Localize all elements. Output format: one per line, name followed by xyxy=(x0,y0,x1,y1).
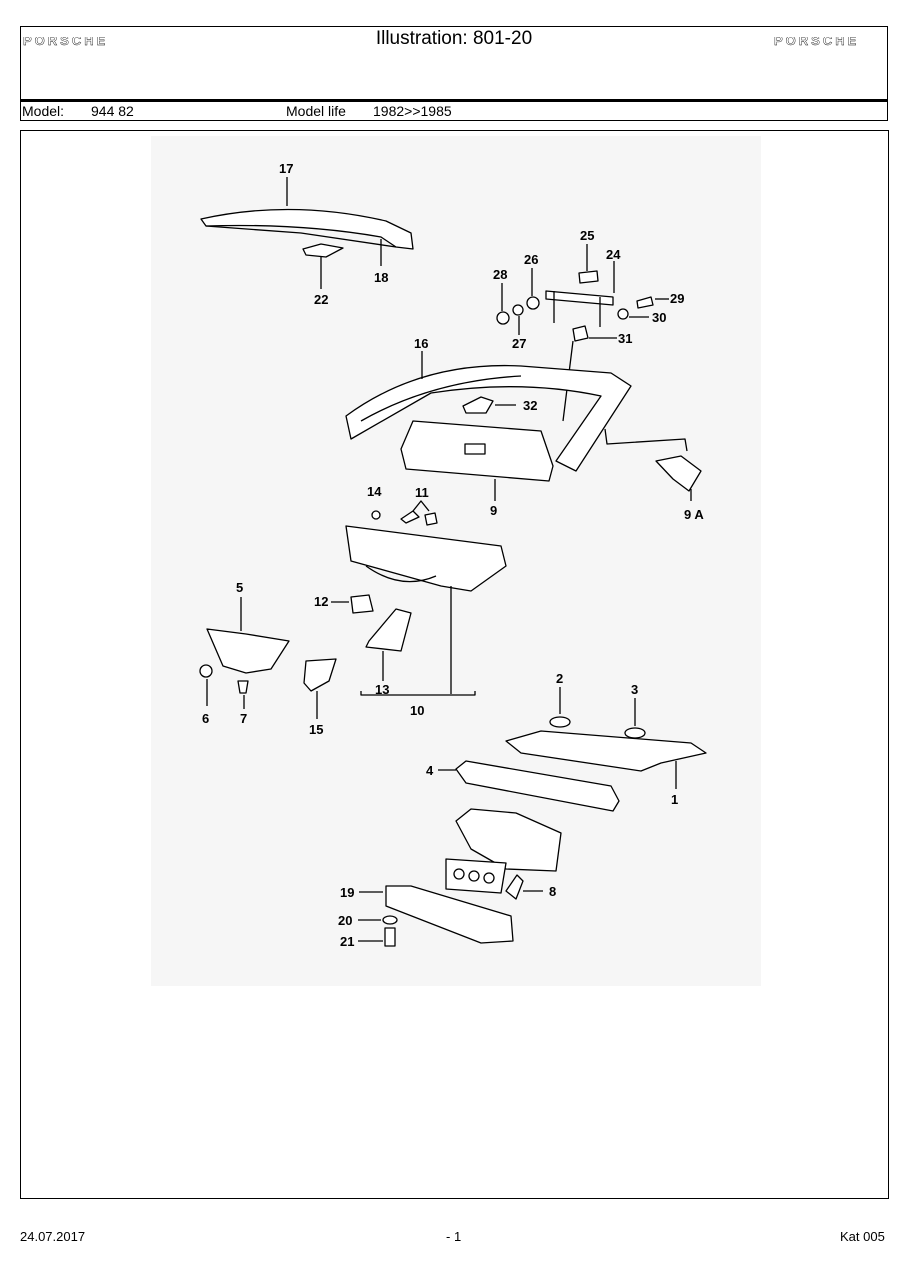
callout-30: 30 xyxy=(652,310,666,325)
callout-1: 1 xyxy=(671,792,678,807)
part-clips xyxy=(371,500,438,526)
part-floor-plugs xyxy=(549,687,646,739)
part-rear-frame xyxy=(345,351,632,472)
callout-31: 31 xyxy=(618,331,632,346)
callout-6: 6 xyxy=(202,711,209,726)
callout-9a: 9 A xyxy=(684,507,704,522)
callout-11: 11 xyxy=(415,485,429,500)
callout-14: 14 xyxy=(367,484,382,499)
callout-16: 16 xyxy=(414,336,428,351)
porsche-logo: PORSCHE xyxy=(774,37,859,46)
model-life-label: Model life xyxy=(286,103,346,119)
parts-illustration: 17 18 22 25 24 26 28 29 30 27 31 16 32 9… xyxy=(20,130,889,1199)
callout-15: 15 xyxy=(309,722,323,737)
part-floor-tunnel xyxy=(445,808,562,894)
footer-page-number: - 1 xyxy=(446,1229,462,1244)
callout-7: 7 xyxy=(240,711,247,726)
header: PORSCHE Illustration: 801-20 PORSCHE Mod… xyxy=(20,26,888,121)
callout-13: 13 xyxy=(375,682,389,697)
footer-catalog: Kat 005 xyxy=(840,1229,885,1244)
part-brackets-lower xyxy=(303,594,412,719)
illustration-title: Illustration: 801-20 xyxy=(375,28,533,49)
callout-10: 10 xyxy=(410,703,424,718)
part-bracket-9a xyxy=(604,428,702,501)
svg-text:PORSCHE: PORSCHE xyxy=(23,37,108,46)
part-floor-pan xyxy=(505,730,707,789)
callout-29: 29 xyxy=(670,291,684,306)
callout-27: 27 xyxy=(512,336,526,351)
callout-21: 21 xyxy=(340,934,354,949)
callout-8: 8 xyxy=(549,884,556,899)
part-wheel-housing xyxy=(206,597,290,674)
callout-32: 32 xyxy=(523,398,537,413)
callout-26: 26 xyxy=(524,252,538,267)
model-value: 944 82 xyxy=(91,103,134,119)
part-rear-panel xyxy=(345,525,507,696)
header-divider xyxy=(21,99,887,102)
part-cross-member xyxy=(400,420,554,501)
callout-12: 12 xyxy=(314,594,328,609)
callout-25: 25 xyxy=(580,228,594,243)
callout-24: 24 xyxy=(606,247,621,262)
callout-19: 19 xyxy=(340,885,354,900)
callout-labels: 17 18 22 25 24 26 28 29 30 27 31 16 32 9… xyxy=(202,161,704,949)
callout-5: 5 xyxy=(236,580,243,595)
model-label: Model: xyxy=(22,103,65,119)
callout-17: 17 xyxy=(279,161,293,176)
part-lower-cross-member xyxy=(359,885,514,944)
part-transverse-tube xyxy=(438,760,620,812)
callout-9: 9 xyxy=(490,503,497,518)
part-washer-bolt xyxy=(358,915,398,947)
part-small-bracket-8 xyxy=(505,874,543,900)
part-small-bracket xyxy=(302,243,344,289)
callout-20: 20 xyxy=(338,913,352,928)
part-grommet-plug xyxy=(199,664,249,709)
exploded-parts-diagram: 17 18 22 25 24 26 28 29 30 27 31 16 32 9… xyxy=(199,161,707,949)
callout-4: 4 xyxy=(426,763,434,778)
footer-date: 24.07.2017 xyxy=(20,1229,86,1244)
callout-22: 22 xyxy=(314,292,328,307)
part-latch xyxy=(462,396,516,414)
model-info-row: Model: 944 82 Model life 1982>>1985 xyxy=(21,102,887,120)
part-hinge-hardware xyxy=(496,244,669,422)
callout-2: 2 xyxy=(556,671,563,686)
svg-text:PORSCHE: PORSCHE xyxy=(774,37,859,46)
porsche-logo: PORSCHE xyxy=(23,37,108,46)
part-roof-panel xyxy=(200,177,414,266)
callout-28: 28 xyxy=(493,267,507,282)
callout-18: 18 xyxy=(374,270,388,285)
model-life-value: 1982>>1985 xyxy=(373,103,452,119)
callout-3: 3 xyxy=(631,682,638,697)
